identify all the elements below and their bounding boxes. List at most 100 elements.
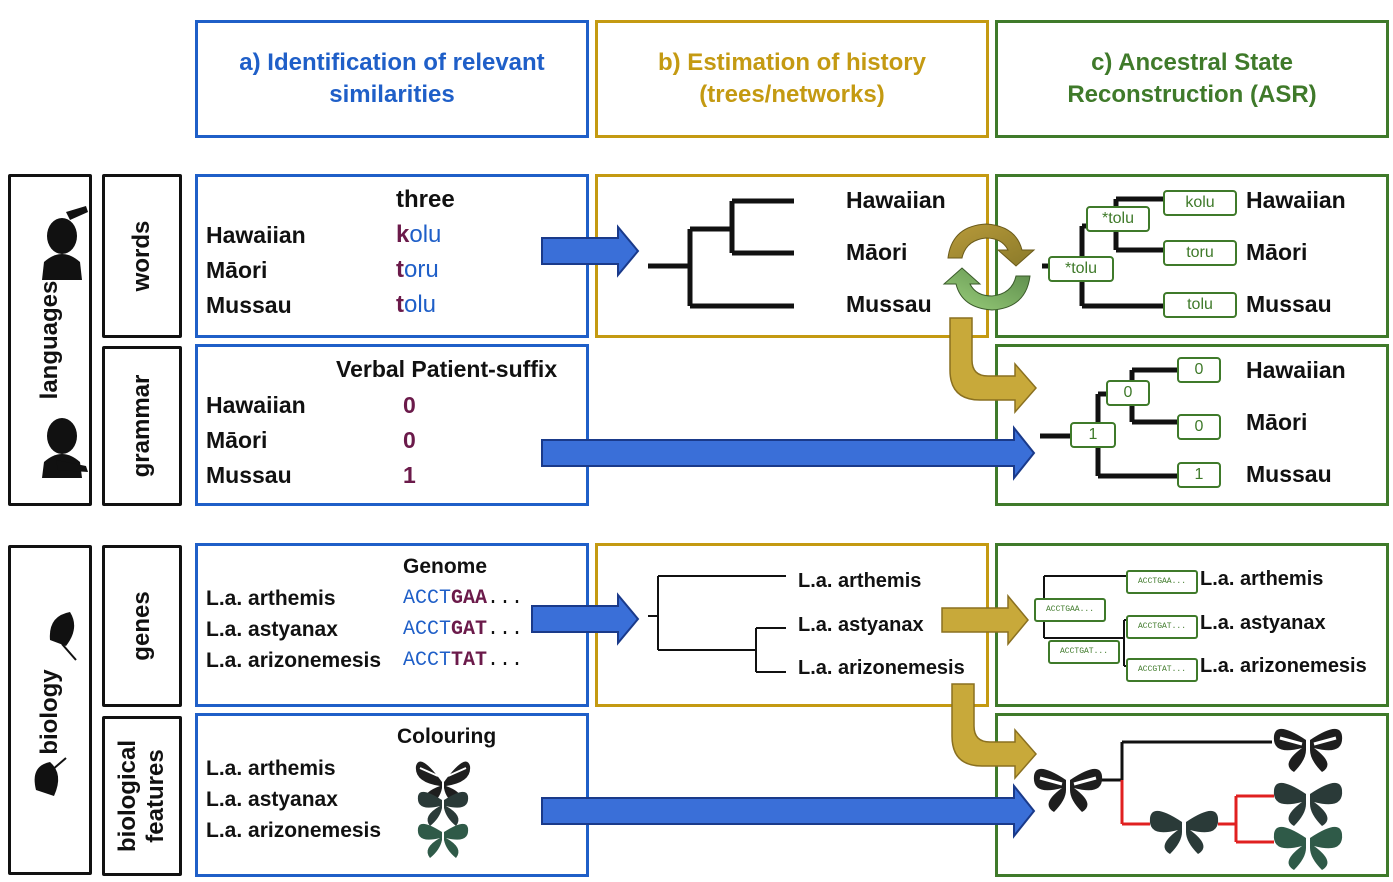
word-kolu: kolu	[396, 221, 441, 249]
grammar-asr-panel	[995, 344, 1389, 506]
header-c-line1: c) Ancestral State	[1091, 49, 1293, 76]
tree-label-hawaiian: Hawaiian	[846, 187, 946, 213]
words-lang-maori: Māori	[206, 257, 268, 283]
grammar-box	[102, 346, 182, 506]
genome-seq-arthemis-prefix: ACCT	[403, 587, 452, 610]
asr-words-label-maori: Māori	[1246, 239, 1308, 265]
features-name-arizonemesis: L.a. arizonemesis	[206, 819, 382, 842]
genes-name-astyanax: L.a. astyanax	[206, 618, 338, 641]
header-b: b) Estimation of history (trees/networks…	[595, 20, 989, 138]
words-asr-panel	[995, 174, 1389, 338]
genome-seq-arizonemesis-tail: ...	[487, 649, 524, 672]
genes-tree-label-astyanax: L.a. astyanax	[798, 614, 924, 636]
language-tree	[648, 198, 794, 309]
features-title: Colouring	[397, 725, 497, 748]
grammar-lang-maori: Māori	[206, 427, 268, 453]
asr-words-tip-tolu: tolu	[1163, 292, 1237, 318]
butterfly-icon	[415, 761, 471, 806]
genome-seq-arthemis: ACCTGAA...	[403, 587, 523, 610]
asr-words-root-node: *tolu	[1048, 256, 1114, 282]
asr-grammar-inner-node: 0	[1106, 380, 1150, 406]
ginkgo-leaf-icon	[34, 757, 67, 796]
butterfly-icon	[1273, 826, 1343, 870]
asr-grammar-tip-maori: 0	[1177, 414, 1221, 440]
curved-arrow-icon	[949, 317, 1037, 414]
arrow-right-icon	[541, 783, 1036, 839]
genes-tree	[648, 575, 786, 673]
header-b-line1: b) Estimation of history	[657, 49, 926, 76]
genes-tree-label-arthemis: L.a. arthemis	[798, 570, 922, 592]
asr-genes-label-astyanax: L.a. astyanax	[1200, 612, 1326, 634]
header-c: c) Ancestral State Reconstruction (ASR)	[995, 20, 1389, 138]
asr-words-inner-node: *tolu	[1086, 206, 1150, 232]
asr-grammar-tip-hawaiian: 0	[1177, 357, 1221, 383]
butterfly-icon	[1149, 810, 1219, 854]
features-similarity-panel	[195, 713, 589, 877]
features-name-astyanax: L.a. astyanax	[206, 788, 338, 811]
header-b-line2: (trees/networks)	[699, 81, 885, 108]
arrow-right-icon	[541, 425, 1036, 481]
genes-name-arthemis: L.a. arthemis	[206, 587, 336, 610]
cycle-arrows-icon	[942, 223, 1036, 311]
genome-seq-astyanax-tail: ...	[487, 618, 524, 641]
genome-seq-astyanax: ACCTGAT...	[403, 618, 523, 641]
asr-words-label-hawaiian: Hawaiian	[1246, 187, 1346, 213]
genome-seq-arizonemesis-prefix: ACCT	[403, 649, 452, 672]
word-toru: toru	[396, 256, 439, 284]
asr-grammar-label-maori: Māori	[1246, 409, 1308, 435]
asr-genes-label-arizonemesis: L.a. arizonemesis	[1200, 655, 1367, 677]
butterfly-icon	[1273, 728, 1343, 772]
tree-label-maori: Māori	[846, 239, 908, 265]
grammar-value-hawaiian: 0	[403, 392, 416, 418]
butterfly-icon	[417, 823, 469, 858]
word-kolu-rest: olu	[409, 221, 442, 248]
asr-words-tip-toru: toru	[1163, 240, 1237, 266]
genome-seq-arthemis-suffix: GAA	[451, 587, 488, 610]
asr-grammar-tip-mussau: 1	[1177, 462, 1221, 488]
asr-genes-inner-node: ACCTGAT...	[1048, 640, 1120, 664]
asr-genes-tip-arthemis: ACCTGAA...	[1126, 570, 1198, 594]
arrow-right-icon	[541, 224, 640, 278]
features-asr-panel	[995, 713, 1389, 877]
asr-genes-tip-astyanax: ACCTGAT...	[1126, 615, 1198, 639]
word-tolu-initial: t	[396, 291, 404, 318]
languages-box	[8, 174, 92, 506]
grammar-title: Verbal Patient-suffix	[336, 356, 558, 382]
biology-box	[8, 545, 92, 875]
genes-title: Genome	[403, 555, 488, 578]
words-lang-mussau: Mussau	[206, 292, 292, 318]
words-title: three	[396, 186, 455, 213]
word-toru-rest: oru	[404, 256, 439, 283]
asr-words-label-mussau: Mussau	[1246, 291, 1332, 317]
grammar-similarity-panel	[195, 344, 589, 506]
genes-tree-label-arizonemesis: L.a. arizonemesis	[798, 657, 965, 679]
word-tolu-rest: olu	[404, 291, 437, 318]
genome-seq-arthemis-tail: ...	[487, 587, 524, 610]
word-tolu: tolu	[396, 291, 436, 319]
asr-genes-label-arthemis: L.a. arthemis	[1200, 568, 1324, 590]
word-toru-initial: t	[396, 256, 404, 283]
ginkgo-leaf-icon	[49, 612, 77, 661]
asr-genes-tip-arizonemesis: ACCGTAT...	[1126, 658, 1198, 682]
features-asr-tree	[1100, 740, 1274, 844]
asr-grammar-root-node: 1	[1070, 422, 1116, 448]
features-box	[102, 716, 182, 876]
genome-seq-astyanax-suffix: GAT	[451, 618, 488, 641]
asr-grammar-label-hawaiian: Hawaiian	[1246, 357, 1346, 383]
butterfly-icon	[417, 791, 469, 826]
tree-label-mussau: Mussau	[846, 291, 932, 317]
arrow-right-icon	[531, 592, 640, 646]
genome-seq-astyanax-prefix: ACCT	[403, 618, 452, 641]
word-kolu-initial: k	[396, 221, 410, 248]
grammar-lang-hawaiian: Hawaiian	[206, 392, 306, 418]
header-a: a) Identification of relevant similariti…	[195, 20, 589, 138]
header-a-line1: a) Identification of relevant	[239, 49, 545, 76]
features-name-arthemis: L.a. arthemis	[206, 757, 336, 780]
asr-genes-root-node: ACCTGAA...	[1034, 598, 1106, 622]
asr-words-tip-kolu: kolu	[1163, 190, 1237, 216]
butterfly-icon	[1273, 782, 1343, 826]
butterfly-icon	[1033, 768, 1103, 812]
grammar-value-mussau: 1	[403, 462, 416, 488]
curved-arrow-icon	[951, 683, 1037, 780]
